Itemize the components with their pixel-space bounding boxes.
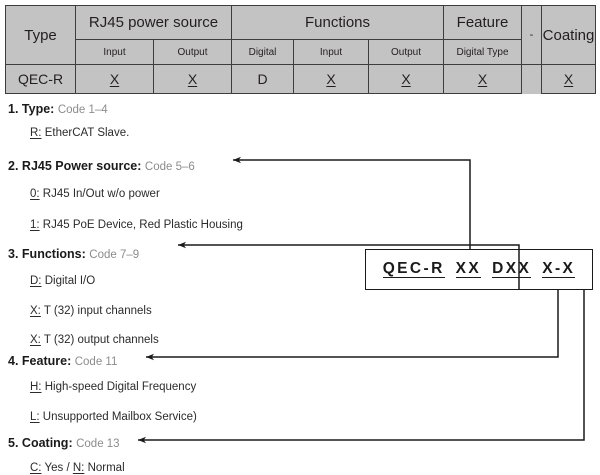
- legend-2-title: 2. RJ45 Power source: Code 5–6: [8, 159, 195, 173]
- legend-3-number: 3.: [8, 247, 19, 261]
- legend-5-code: Code 13: [76, 438, 120, 450]
- value-fn-input-text: X: [326, 71, 336, 87]
- value-coating: X: [541, 64, 597, 94]
- legend-2-item-0-key: 0:: [30, 188, 40, 200]
- subheader-rj45-output: Output: [152, 39, 233, 65]
- legend-2-item-1: 1: RJ45 PoE Device, Red Plastic Housing: [30, 219, 243, 231]
- connector-to-section-2: [233, 156, 471, 249]
- legend-4-title: 4. Feature: Code 11: [8, 354, 117, 368]
- legend-4-number: 4.: [8, 354, 19, 368]
- legend-1-item-0-text: EtherCAT Slave.: [44, 127, 130, 139]
- legend-5-item-0-key: C:: [30, 462, 42, 474]
- header-type: Type: [5, 5, 76, 65]
- subheader-rj45-input: Input: [75, 39, 154, 65]
- legend-5-item-0-text: Yes /: [44, 462, 70, 474]
- value-coating-text: X: [563, 71, 574, 87]
- legend-2-item-1-text: RJ45 PoE Device, Red Plastic Housing: [42, 219, 243, 231]
- legend-2-code: Code 5–6: [144, 161, 195, 173]
- legend-section-2-heading: 2. RJ45 Power source: Code 5–6: [8, 157, 195, 175]
- legend-5-title: 5. Coating: Code 13: [8, 436, 120, 450]
- subheader-fn-output: Output: [368, 39, 445, 65]
- legend-1-number: 1.: [8, 102, 19, 116]
- table-sub-header-row: Input Output Digital Input Output Digita…: [6, 39, 596, 65]
- connector-to-section-5: [138, 290, 585, 444]
- legend-1-item-0: R: EtherCAT Slave.: [30, 127, 129, 139]
- legend-1-label: Type:: [21, 102, 55, 116]
- legend-5-label: Coating:: [21, 436, 73, 450]
- code-segment-functions: DXX: [492, 259, 532, 279]
- header-separator-dash: -: [521, 5, 543, 65]
- legend-3-code: Code 7–9: [89, 249, 140, 261]
- legend-3-label: Functions:: [21, 247, 86, 261]
- value-feature-digital-type-text: X: [477, 71, 488, 87]
- header-functions: Functions: [231, 5, 445, 40]
- value-type: QEC-R: [5, 64, 76, 94]
- code-segment-type: QEC-R: [382, 259, 445, 279]
- legend-3-title: 3. Functions: Code 7–9: [8, 247, 139, 261]
- legend-5-item-1-key: N:: [72, 462, 85, 474]
- header-rj45-power-source: RJ45 power source: [74, 5, 233, 40]
- value-feature-digital-type: X: [443, 64, 523, 94]
- value-rj45-input-text: X: [109, 71, 120, 87]
- legend-1-title: 1. Type: Code 1–4: [8, 102, 108, 116]
- value-fn-output: X: [368, 64, 445, 94]
- legend-3-item-1: X: T (32) input channels: [30, 305, 152, 317]
- legend-5-number: 5.: [8, 436, 19, 450]
- legend-3-item-0: D: Digital I/O: [30, 275, 95, 287]
- legend-5-item-0: C: Yes / N: Normal: [30, 462, 125, 474]
- legend-section-4-heading: 4. Feature: Code 11: [8, 352, 117, 370]
- legend-4-item-1-key: L:: [30, 411, 40, 423]
- legend-4-code: Code 11: [74, 356, 118, 368]
- legend-4-item-1-text: Unsupported Mailbox Service): [42, 411, 197, 423]
- value-fn-digital: D: [231, 64, 295, 94]
- legend-4-item-0-text: High-speed Digital Frequency: [44, 381, 197, 393]
- legend-2-item-1-key: 1:: [30, 219, 40, 231]
- legend-4-item-0: H: High-speed Digital Frequency: [30, 381, 196, 393]
- legend-2-item-0-text: RJ45 In/Out w/o power: [42, 188, 160, 200]
- legend-2-number: 2.: [8, 159, 19, 173]
- subheader-fn-input: Input: [293, 39, 370, 65]
- legend-section-5-heading: 5. Coating: Code 13: [8, 434, 120, 452]
- header-feature: Feature: [443, 5, 523, 40]
- legend-1-code: Code 1–4: [57, 104, 108, 116]
- value-fn-input: X: [293, 64, 370, 94]
- legend-section-3-heading: 3. Functions: Code 7–9: [8, 245, 139, 263]
- legend-4-item-1: L: Unsupported Mailbox Service): [30, 411, 197, 423]
- legend-3-item-1-text: T (32) input channels: [43, 305, 152, 317]
- legend-2-item-0: 0: RJ45 In/Out w/o power: [30, 188, 160, 200]
- subheader-feature-digital-type: Digital Type: [443, 39, 523, 65]
- legend-3-item-0-text: Digital I/O: [44, 275, 96, 287]
- subheader-fn-digital: Digital: [231, 39, 295, 65]
- value-rj45-input: X: [75, 64, 154, 94]
- value-separator-blank: [521, 64, 542, 94]
- value-rj45-output-text: X: [187, 71, 198, 87]
- legend-2-label: RJ45 Power source:: [21, 159, 142, 173]
- legend-1-item-0-key: R:: [30, 127, 42, 139]
- part-number-table: Type RJ45 power source Functions Feature…: [5, 5, 597, 94]
- table-value-row: QEC-R X X D X X X X: [5, 64, 597, 94]
- table-group-header-row: Type RJ45 power source Functions Feature…: [5, 5, 597, 65]
- header-coating: Coating: [541, 5, 597, 65]
- code-segment-feature-coating: X-X: [542, 259, 576, 279]
- code-segment-power: XX: [455, 259, 482, 279]
- legend-3-item-2-key: X:: [30, 334, 41, 346]
- legend-3-item-1-key: X:: [30, 305, 41, 317]
- legend-4-item-0-key: H:: [30, 381, 42, 393]
- legend-3-item-2-text: T (32) output channels: [43, 334, 159, 346]
- connector-to-section-4: [146, 290, 559, 361]
- part-code-box: QEC-R XX DXX X-X: [365, 249, 593, 290]
- legend-3-item-0-key: D:: [30, 275, 42, 287]
- value-rj45-output: X: [152, 64, 233, 94]
- legend-section-1-heading: 1. Type: Code 1–4: [8, 100, 108, 118]
- value-fn-output-text: X: [401, 71, 411, 87]
- legend-5-item-1-text: Normal: [87, 462, 125, 474]
- legend-3-item-2: X: T (32) output channels: [30, 334, 159, 346]
- legend-4-label: Feature:: [21, 354, 72, 368]
